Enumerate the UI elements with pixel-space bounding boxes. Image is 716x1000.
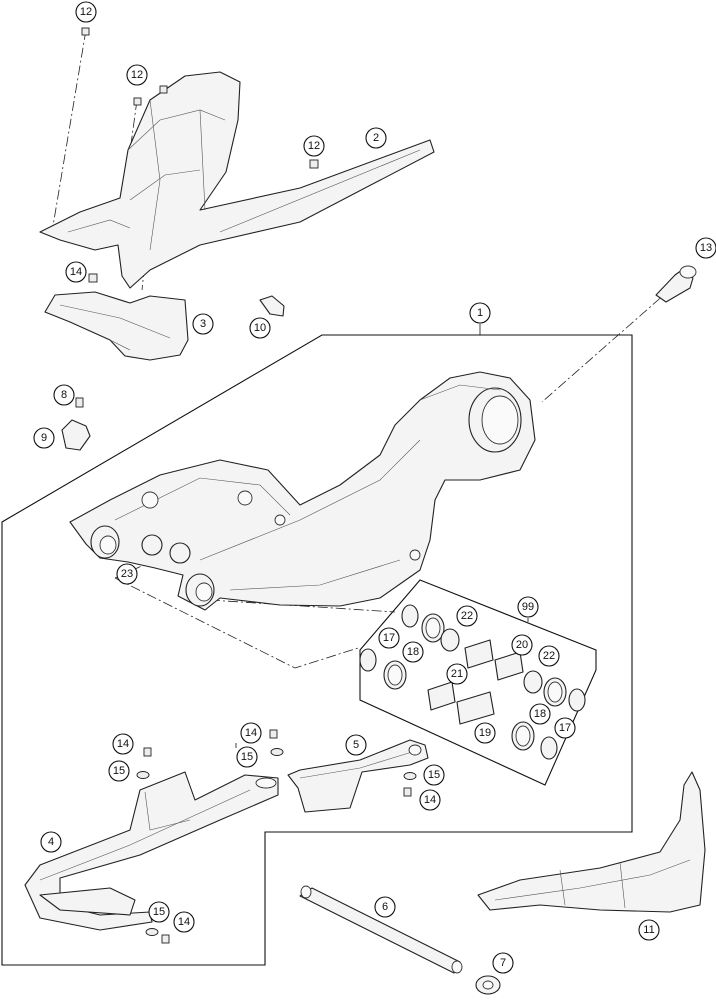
callout-20: 20 <box>511 634 533 656</box>
callout-15d: 15 <box>148 901 170 923</box>
small-parts-8-9 <box>61 397 91 451</box>
callout-10: 10 <box>249 317 271 339</box>
callout-15b: 15 <box>236 746 258 768</box>
callout-9: 9 <box>33 427 55 449</box>
callout-2-label: 2 <box>373 132 379 144</box>
callout-2: 2 <box>365 127 387 149</box>
leader-lines <box>235 324 529 748</box>
callout-15c-label: 15 <box>428 769 440 781</box>
callout-13-label: 13 <box>700 242 712 254</box>
callout-14e-label: 14 <box>178 916 190 928</box>
callout-17b-label: 17 <box>559 722 571 734</box>
bearing-part-23 <box>141 534 191 564</box>
callout-17a: 17 <box>378 627 400 649</box>
callout-14d: 14 <box>419 789 441 811</box>
callout-3-label: 3 <box>200 318 206 330</box>
kit-99-frame <box>359 579 597 786</box>
callout-14c: 14 <box>240 722 262 744</box>
protector-part-11 <box>477 771 706 913</box>
callout-14c-label: 14 <box>245 727 257 739</box>
callout-12c-label: 12 <box>308 140 320 152</box>
chain-guide-part-5 <box>287 739 429 813</box>
callout-22b-label: 22 <box>543 650 555 662</box>
callout-23-label: 23 <box>121 568 133 580</box>
callout-15c: 15 <box>423 764 445 786</box>
screw-14-top <box>88 273 98 283</box>
callout-4-label: 4 <box>48 836 54 848</box>
callout-12b: 12 <box>126 64 148 86</box>
callout-12c: 12 <box>303 135 325 157</box>
callout-99-label: 99 <box>522 601 534 613</box>
assembly-frame <box>1 334 633 966</box>
rear-mudguard-chain-guard <box>39 71 435 289</box>
callout-99: 99 <box>517 596 539 618</box>
chain-slider-part-4 <box>24 771 279 931</box>
callout-14a-label: 14 <box>70 266 82 278</box>
bolt-part-13 <box>655 265 697 303</box>
callout-18a: 18 <box>402 641 424 663</box>
callout-14b: 14 <box>112 733 134 755</box>
callout-22a-label: 22 <box>461 610 473 622</box>
callout-21: 21 <box>446 663 468 685</box>
callout-14b-label: 14 <box>117 738 129 750</box>
callout-13: 13 <box>695 237 716 259</box>
callout-22b: 22 <box>538 645 560 667</box>
callout-7-label: 7 <box>500 957 506 969</box>
callout-14d-label: 14 <box>424 794 436 806</box>
callout-18b: 18 <box>529 703 551 725</box>
screw-12-parts <box>81 27 319 169</box>
callout-21-label: 21 <box>451 668 463 680</box>
swingarm-part-1 <box>69 371 536 611</box>
callout-5: 5 <box>345 734 367 756</box>
callout-7: 7 <box>492 952 514 974</box>
callout-18a-label: 18 <box>407 646 419 658</box>
callout-8: 8 <box>53 384 75 406</box>
callout-3: 3 <box>192 313 214 335</box>
callout-12b-label: 12 <box>131 69 143 81</box>
callout-15a: 15 <box>108 760 130 782</box>
callout-12a-label: 12 <box>80 6 92 18</box>
callout-8-label: 8 <box>61 389 67 401</box>
callout-20-label: 20 <box>516 639 528 651</box>
callout-6-label: 6 <box>382 901 388 913</box>
axle-part-6 <box>299 885 463 974</box>
callout-5-label: 5 <box>353 739 359 751</box>
nut-part-7 <box>475 975 501 995</box>
callout-19: 19 <box>474 722 496 744</box>
callout-17b: 17 <box>554 717 576 739</box>
callout-15b-label: 15 <box>241 751 253 763</box>
callout-23: 23 <box>116 563 138 585</box>
callout-22a: 22 <box>456 605 478 627</box>
callout-6: 6 <box>374 896 396 918</box>
callout-1: 1 <box>469 302 491 324</box>
callout-14a: 14 <box>65 261 87 283</box>
callout-19-label: 19 <box>479 727 491 739</box>
callout-18b-label: 18 <box>534 708 546 720</box>
screws-14-washers-15 <box>136 729 417 944</box>
callout-10-label: 10 <box>254 322 266 334</box>
callout-11: 11 <box>638 919 660 941</box>
callout-15a-label: 15 <box>113 765 125 777</box>
callout-1-label: 1 <box>477 307 483 319</box>
callout-4: 4 <box>40 831 62 853</box>
callout-15d-label: 15 <box>153 906 165 918</box>
callout-12a: 12 <box>75 1 97 23</box>
callout-14e: 14 <box>173 911 195 933</box>
callout-9-label: 9 <box>41 432 47 444</box>
bracket-part-3 <box>44 291 189 361</box>
callout-17a-label: 17 <box>383 632 395 644</box>
bearing-kit-parts <box>359 604 586 760</box>
bolt-part-10 <box>259 295 285 317</box>
callout-11-label: 11 <box>643 924 654 936</box>
